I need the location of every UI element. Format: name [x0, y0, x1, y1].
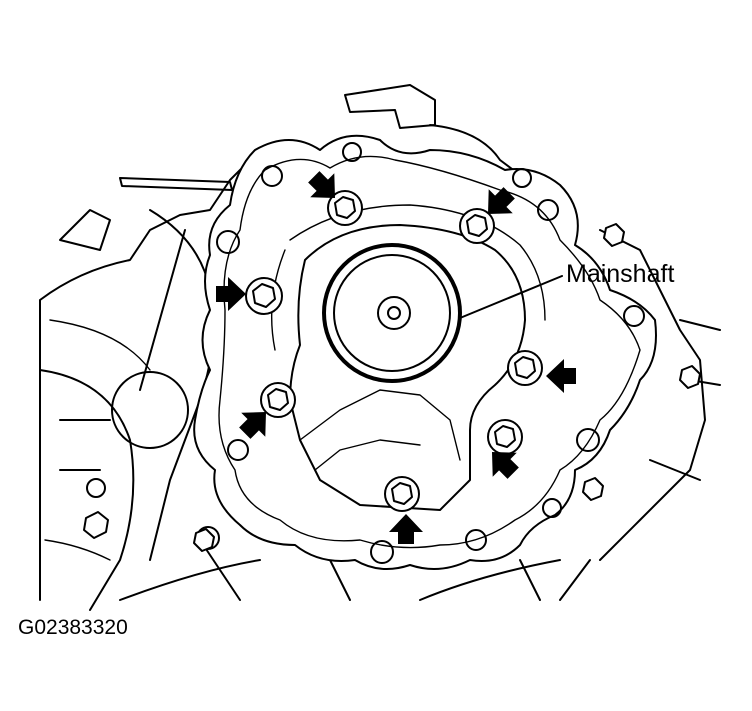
mainshaft-leader-line [459, 275, 563, 319]
arrow-icon [389, 514, 423, 544]
bolt-left [245, 277, 283, 315]
bolt-lower-left [260, 382, 296, 418]
figure-code: G02383320 [18, 616, 128, 639]
bolt-lower-right [487, 419, 523, 455]
bolt-top-right [459, 208, 495, 244]
bolt-top-left [327, 190, 363, 226]
removal-bolts [245, 190, 543, 512]
arrow-icon [216, 277, 246, 311]
bolt-bottom [384, 476, 420, 512]
mainshaft-label: Mainshaft [566, 260, 675, 288]
arrow-icon [546, 359, 576, 393]
housing-bolts [83, 223, 701, 552]
bolt-right [507, 350, 543, 386]
mainshaft [322, 243, 462, 383]
